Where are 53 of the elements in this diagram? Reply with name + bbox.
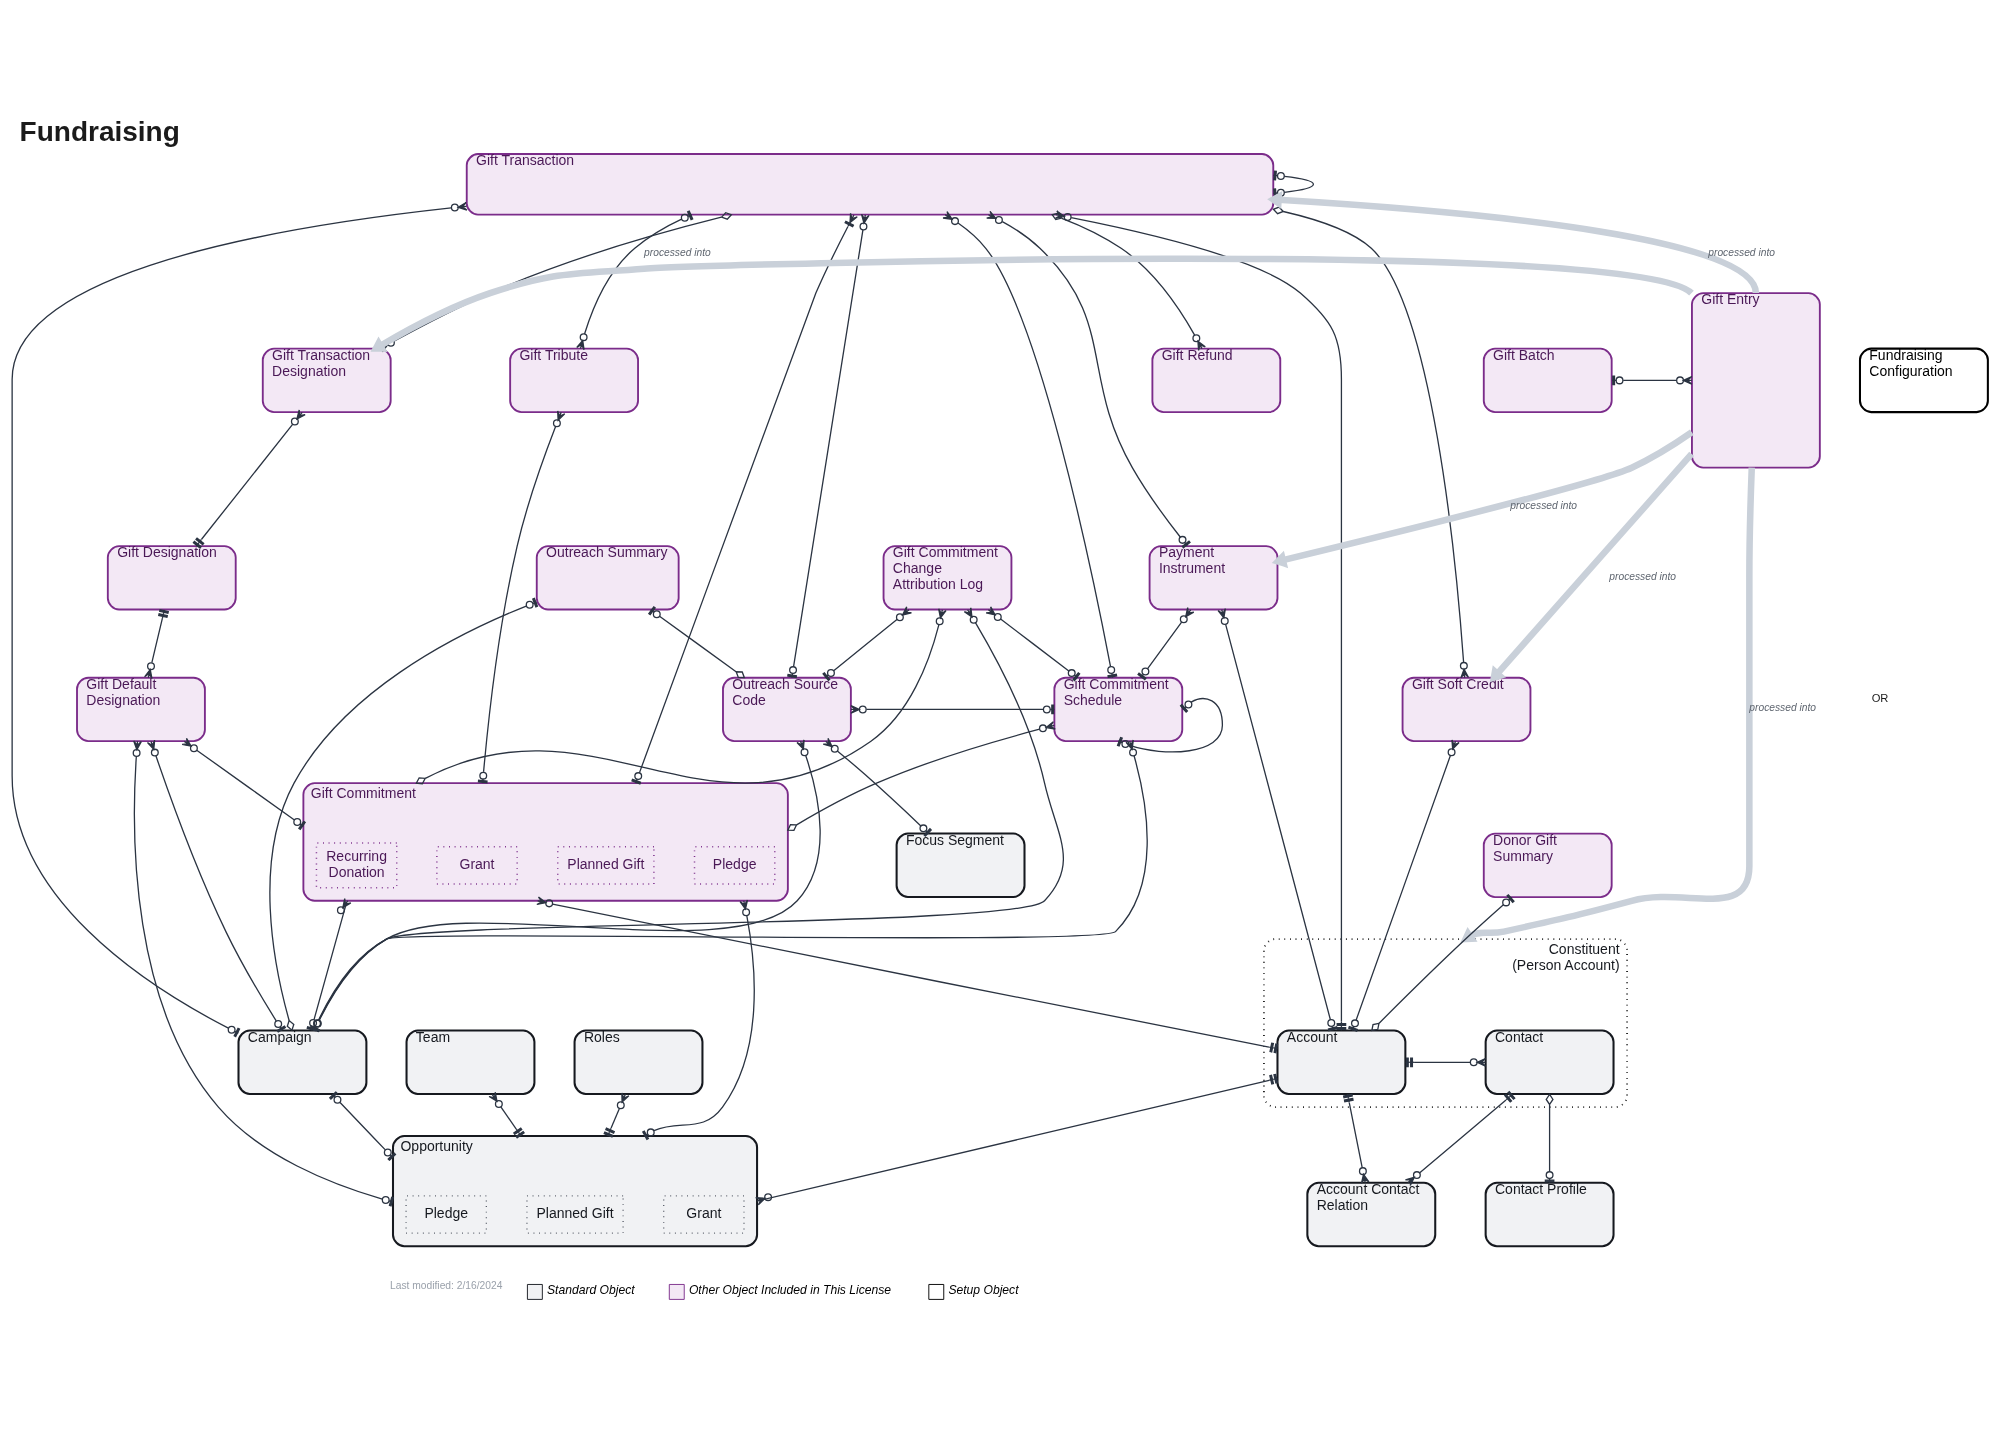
diagram-title: Fundraising <box>19 115 180 147</box>
node-box: Team <box>405 1029 536 1096</box>
connector <box>822 737 933 837</box>
edge-label: processed into <box>644 246 711 258</box>
arrow <box>1460 467 1756 943</box>
connector <box>647 606 746 679</box>
node-box: Recurring Donation <box>315 842 398 889</box>
connector <box>1116 698 1224 753</box>
connector <box>1272 206 1470 679</box>
legend-label: Setup Object <box>948 1283 1019 1298</box>
node-box: Fundraising Configuration <box>1858 347 1989 414</box>
arrow <box>1271 429 1694 569</box>
node-box: Gift Refund <box>1151 347 1282 414</box>
edge-label: processed into <box>1749 702 1817 714</box>
connector <box>787 213 870 679</box>
node-box: Planned Gift <box>557 845 655 885</box>
node-box: Gift Tribute <box>509 347 639 414</box>
node-box: Gift Entry <box>1691 292 1821 469</box>
label: OR <box>1871 691 1889 704</box>
label: Last modified: 2/16/2024 <box>390 1279 503 1291</box>
node-box: Gift Commitment Change Attribution Log <box>882 545 1013 611</box>
node-box: Planned Gift <box>526 1195 624 1234</box>
connector <box>488 1091 525 1139</box>
node-box: Campaign <box>237 1029 368 1096</box>
node-box: Gift Soft Credit <box>1401 676 1532 743</box>
node-box: Gift Batch <box>1482 347 1613 414</box>
legend-label: Standard Object <box>547 1283 635 1298</box>
connector <box>985 606 1081 682</box>
node-box: Pledge <box>693 845 776 885</box>
node-box: Gift Designation <box>106 545 237 611</box>
connector <box>11 201 468 1038</box>
edge-label: processed into <box>1708 246 1775 258</box>
node-box: Payment Instrument <box>1148 545 1279 611</box>
connector <box>603 1092 630 1138</box>
node-box: Gift Transaction Designation <box>261 347 392 414</box>
node-box: Pledge <box>405 1195 487 1234</box>
node-box: Donor Gift Summary <box>1482 832 1613 898</box>
arrow <box>1267 191 1759 295</box>
connector <box>1342 1093 1370 1185</box>
connector <box>942 210 1118 679</box>
node-box: Account Contact Relation <box>1306 1181 1437 1248</box>
node-box: Gift Default Designation <box>76 676 206 743</box>
edge-label: processed into <box>1609 570 1677 582</box>
connector <box>576 210 694 351</box>
connector <box>786 721 1056 832</box>
connector <box>1404 1090 1516 1187</box>
node-box: Roles <box>573 1029 704 1096</box>
connector <box>986 210 1191 549</box>
edge-label: processed into <box>1510 499 1578 511</box>
legend-label: Other Object Included in This License <box>688 1283 892 1298</box>
node-box: Grant <box>436 845 518 885</box>
arrow <box>1489 451 1695 683</box>
node-box: Grant <box>663 1195 745 1234</box>
